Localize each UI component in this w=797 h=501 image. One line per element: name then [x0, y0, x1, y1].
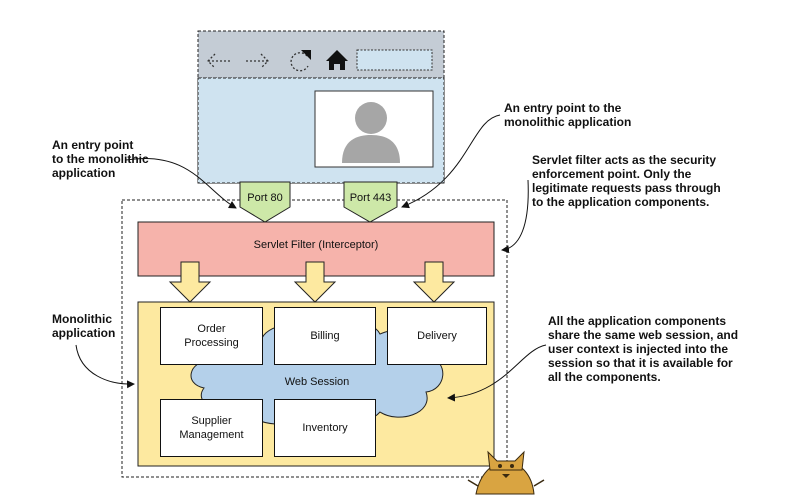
callout-entry-left: An entry point to the monolithic applica…	[52, 138, 149, 180]
flow-arrow-2	[293, 261, 337, 303]
reload-icon[interactable]	[290, 50, 311, 72]
connector-servlet	[501, 179, 529, 254]
user-avatar-icon	[342, 102, 400, 163]
inventory-box: Inventory	[274, 399, 376, 457]
connector-entry-left	[125, 158, 237, 209]
inventory-label: Inventory	[302, 422, 348, 434]
port-80-label: Port 80	[247, 192, 283, 204]
tomcat-logo-icon	[467, 450, 545, 495]
supplier-management-box: Supplier Management	[160, 399, 263, 457]
web-session-label: Web Session	[284, 376, 350, 388]
delivery-label: Delivery	[417, 330, 457, 342]
flow-arrow-3	[412, 261, 456, 303]
arrow-right-icon[interactable]	[246, 53, 269, 69]
callout-servlet-filter: Servlet filter acts as the security enfo…	[532, 153, 721, 209]
connector-entry-right	[401, 114, 501, 209]
monolithic-app-boundary	[121, 199, 508, 478]
connector-session	[447, 344, 547, 402]
port-443-label: Port 443	[349, 192, 392, 204]
billing-label: Billing	[310, 330, 340, 342]
supplier-management-label: Supplier Management	[179, 415, 244, 441]
callout-monolithic: Monolithic application	[52, 312, 116, 340]
port-80-shape	[239, 181, 291, 223]
order-processing-box: Order Processing	[160, 307, 263, 365]
connector-monolithic	[75, 344, 135, 389]
port-443-shape	[343, 181, 398, 223]
address-bar[interactable]	[356, 49, 433, 71]
flow-arrow-1	[168, 261, 212, 303]
home-icon[interactable]	[326, 50, 348, 70]
arrow-left-icon[interactable]	[207, 53, 230, 69]
callout-session: All the application components share the…	[548, 314, 739, 384]
order-processing-label: Order Processing	[184, 323, 239, 349]
callout-entry-right: An entry point to the monolithic applica…	[504, 101, 632, 129]
servlet-filter-label: Servlet Filter (Interceptor)	[253, 239, 379, 251]
delivery-box: Delivery	[387, 307, 487, 365]
billing-box: Billing	[274, 307, 376, 365]
